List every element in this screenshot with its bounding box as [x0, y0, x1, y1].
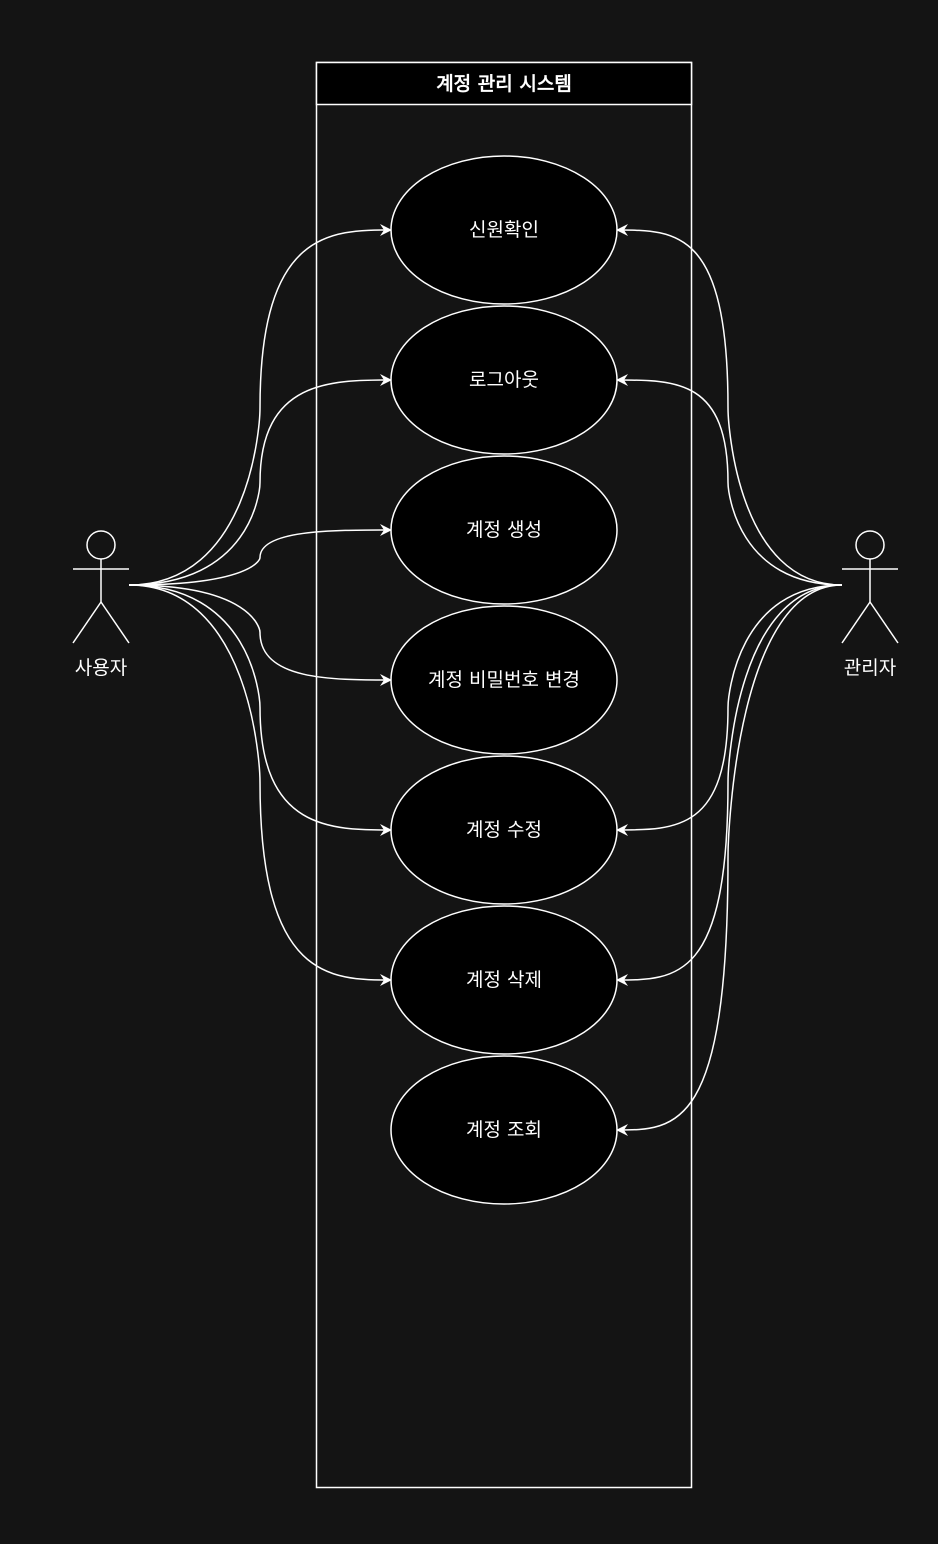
use-case-uc1[interactable]: 신원확인 — [390, 155, 618, 305]
stick-figure-icon — [841, 530, 899, 644]
edge-admin-uc5 — [616, 584, 843, 836]
edge-admin-uc1 — [616, 224, 843, 586]
stick-figure-icon — [72, 530, 130, 644]
use-case-label: 계정 수정 — [466, 819, 542, 841]
actor-user-label: 사용자 — [75, 657, 127, 679]
edge-admin-uc2 — [616, 374, 843, 586]
edge-user-uc4 — [128, 584, 392, 686]
use-case-ellipse — [390, 905, 618, 1055]
use-case-ellipse — [390, 305, 618, 455]
use-case-label: 계정 비밀번호 변경 — [428, 669, 580, 691]
edge-user-uc5 — [128, 584, 392, 836]
use-case-uc5[interactable]: 계정 수정 — [390, 755, 618, 905]
use-case-uc7[interactable]: 계정 조회 — [390, 1055, 618, 1205]
association-edges — [128, 224, 843, 1136]
edge-admin-uc7 — [616, 584, 843, 1136]
use-case-ellipse — [390, 605, 618, 755]
use-case-uc2[interactable]: 로그아웃 — [390, 305, 618, 455]
actor-user[interactable]: 사용자 — [72, 530, 130, 679]
edge-user-uc3 — [128, 524, 392, 586]
use-case-ellipse — [390, 1055, 618, 1205]
system-title-bar — [315, 61, 693, 106]
use-case-uc4[interactable]: 계정 비밀번호 변경 — [390, 605, 618, 755]
use-case-ellipse — [390, 155, 618, 305]
actor-admin[interactable]: 관리자 — [841, 530, 899, 679]
use-case-ellipse — [390, 455, 618, 605]
use-case-label: 계정 생성 — [466, 519, 542, 541]
use-case-label: 신원확인 — [469, 219, 539, 241]
edge-admin-uc6 — [616, 584, 843, 986]
use-case-ellipse — [390, 755, 618, 905]
actor-admin-label: 관리자 — [844, 657, 896, 679]
use-case-label: 로그아웃 — [469, 369, 539, 391]
use-case-label: 계정 조회 — [466, 1119, 542, 1141]
system-title: 계정 관리 시스템 — [436, 73, 572, 95]
edge-user-uc2 — [128, 374, 392, 586]
use-case-label: 계정 삭제 — [466, 969, 542, 991]
edge-user-uc1 — [128, 224, 392, 586]
edge-user-uc6 — [128, 584, 392, 986]
use-case-uc6[interactable]: 계정 삭제 — [390, 905, 618, 1055]
use-case-uc3[interactable]: 계정 생성 — [390, 455, 618, 605]
